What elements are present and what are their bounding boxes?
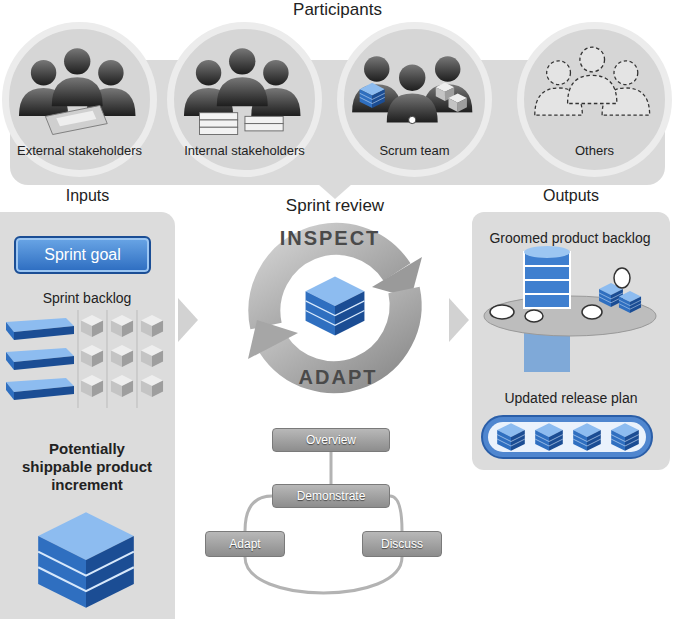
node-label: Scrum team xyxy=(344,143,485,158)
node-label: Internal stakeholders xyxy=(174,143,315,158)
release-plan-capsule xyxy=(482,416,652,458)
output-label: Groomed product backlog xyxy=(472,230,668,247)
sprint-backlog-grid xyxy=(6,310,163,408)
cycle-arrows xyxy=(248,239,422,377)
sprint-goal-box: Sprint goal xyxy=(14,236,151,274)
node-label: Adapt xyxy=(229,537,260,551)
node-label: Discuss xyxy=(381,537,423,551)
node-label: Others xyxy=(524,143,665,158)
outputs-panel: Outputs xyxy=(472,212,670,470)
output-label: Updated release plan xyxy=(473,390,669,407)
participant-circle: Others xyxy=(517,22,672,177)
arrow-label: INSPECT xyxy=(270,226,390,250)
product-cube xyxy=(306,277,365,336)
flow-chevron xyxy=(178,298,198,342)
section-heading: Participants xyxy=(10,0,665,20)
process-box: Adapt xyxy=(205,531,285,557)
outputs-illustration xyxy=(472,212,670,470)
participant-circle: External stakeholders xyxy=(2,22,157,177)
cycle-connector xyxy=(245,496,272,531)
flow-chevron xyxy=(449,298,469,342)
cycle-connector xyxy=(330,452,333,484)
participant-circle: Internal stakeholders xyxy=(167,22,322,177)
node-label: Overview xyxy=(306,433,356,447)
input-label: Sprint backlog xyxy=(7,290,167,307)
section-title: Sprint review xyxy=(225,196,445,216)
cycle-connector xyxy=(390,496,402,531)
node-label: Demonstrate xyxy=(297,489,366,503)
process-box: Discuss xyxy=(362,531,442,557)
participants-band: Participants External stakeholders Inter… xyxy=(10,60,665,185)
arrow-label: ADAPT xyxy=(283,365,393,389)
node-label: Sprint goal xyxy=(44,246,121,264)
input-label: Potentially shippable product increment xyxy=(12,440,162,494)
section-heading: Outputs xyxy=(472,187,670,205)
participant-circle: Scrum team xyxy=(337,22,492,177)
cycle-connector xyxy=(245,557,402,593)
process-box: Overview xyxy=(272,428,390,452)
node-label: External stakeholders xyxy=(9,143,150,158)
product-cube xyxy=(38,512,134,608)
process-box: Demonstrate xyxy=(272,484,390,508)
inputs-panel: InputsSprint goal xyxy=(0,212,175,619)
section-heading: Inputs xyxy=(0,187,175,205)
